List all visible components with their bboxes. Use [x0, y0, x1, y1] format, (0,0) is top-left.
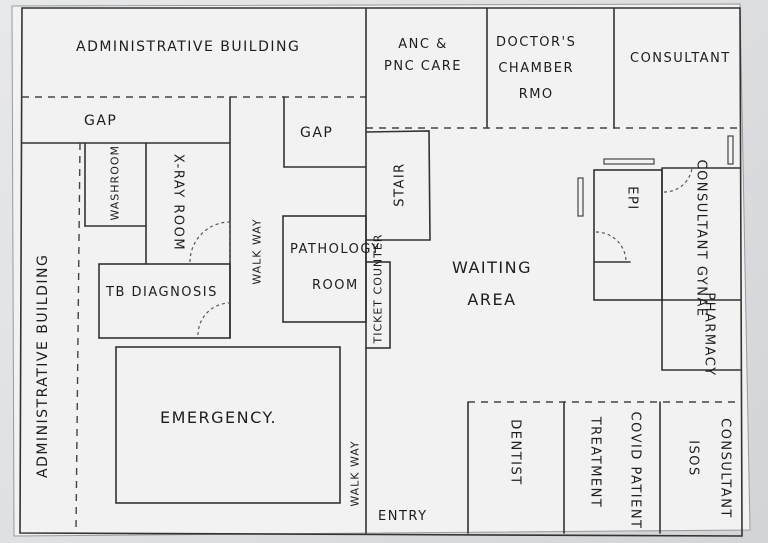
label-treatment: TREATMENT — [587, 416, 603, 509]
wall-gynae — [661, 167, 741, 371]
door-gynae — [663, 167, 693, 193]
label-entry: ENTRY — [378, 509, 428, 524]
label-pathology-line1: PATHOLOGY — [290, 242, 381, 257]
door-tb — [197, 302, 231, 336]
label-tb-diagnosis: TB DIAGNOSIS — [106, 285, 218, 300]
window-epi-top — [603, 158, 655, 165]
label-doctors-chamber: DOCTOR'S CHAMBER RMO — [496, 30, 576, 108]
label-xray-room: X-RAY ROOM — [170, 153, 186, 252]
wall-stair — [365, 130, 431, 241]
label-stair: STAIR — [392, 162, 408, 207]
label-doctors-line1: DOCTOR'S — [496, 35, 577, 50]
label-waiting-line2: AREA — [467, 290, 517, 309]
label-walkway-lower: WALK WAY — [348, 440, 362, 507]
label-ticket-counter: TICKET COUNTER — [371, 233, 385, 344]
label-anc-pnc-care: ANC & PNC CARE — [384, 34, 462, 78]
label-consultant-gynae: CONSULTANT GYNAE — [693, 159, 709, 318]
label-epi: EPI — [624, 186, 640, 211]
label-anc-line2: PNC CARE — [384, 59, 462, 74]
paper-sheet — [11, 3, 751, 537]
label-washroom: WASHROOM — [108, 144, 122, 221]
outer-wall — [19, 7, 743, 537]
label-isos: ISOS — [685, 440, 701, 477]
label-gap-middle: GAP — [300, 125, 334, 141]
wall-ticket-counter — [365, 261, 391, 349]
label-pathology-room: PATHOLOGY ROOM — [290, 232, 381, 304]
label-consultant-bottom: CONSULTANT — [717, 418, 733, 519]
label-consultant-top: CONSULTANT — [630, 51, 731, 66]
label-anc-line1: ANC & — [398, 37, 448, 52]
wall-tb-diagnosis — [98, 263, 231, 339]
label-waiting-area: WAITING AREA — [452, 252, 532, 316]
window-epi-left — [577, 177, 584, 217]
label-walkway-upper: WALK WAY — [250, 218, 264, 285]
label-doctors-line3: RMO — [518, 87, 554, 102]
label-covid-patient: COVID PATIENT — [627, 411, 643, 530]
door-xray — [189, 221, 231, 263]
label-pathology-line2: ROOM — [312, 278, 359, 293]
label-gap-left: GAP — [84, 113, 118, 129]
door-epi — [595, 231, 627, 263]
label-admin-building-left: ADMINISTRATIVE BUILDING — [35, 253, 51, 478]
label-dentist: DENTIST — [507, 419, 523, 486]
label-admin-building-top: ADMINISTRATIVE BUILDING — [76, 39, 301, 55]
wall-emergency — [115, 346, 341, 504]
window-gynae-right — [727, 135, 734, 165]
label-pharmacy: PHARMACY — [701, 292, 717, 377]
label-waiting-line1: WAITING — [452, 258, 532, 277]
label-doctors-line2: CHAMBER — [498, 61, 574, 76]
label-emergency: EMERGENCY. — [160, 408, 278, 427]
